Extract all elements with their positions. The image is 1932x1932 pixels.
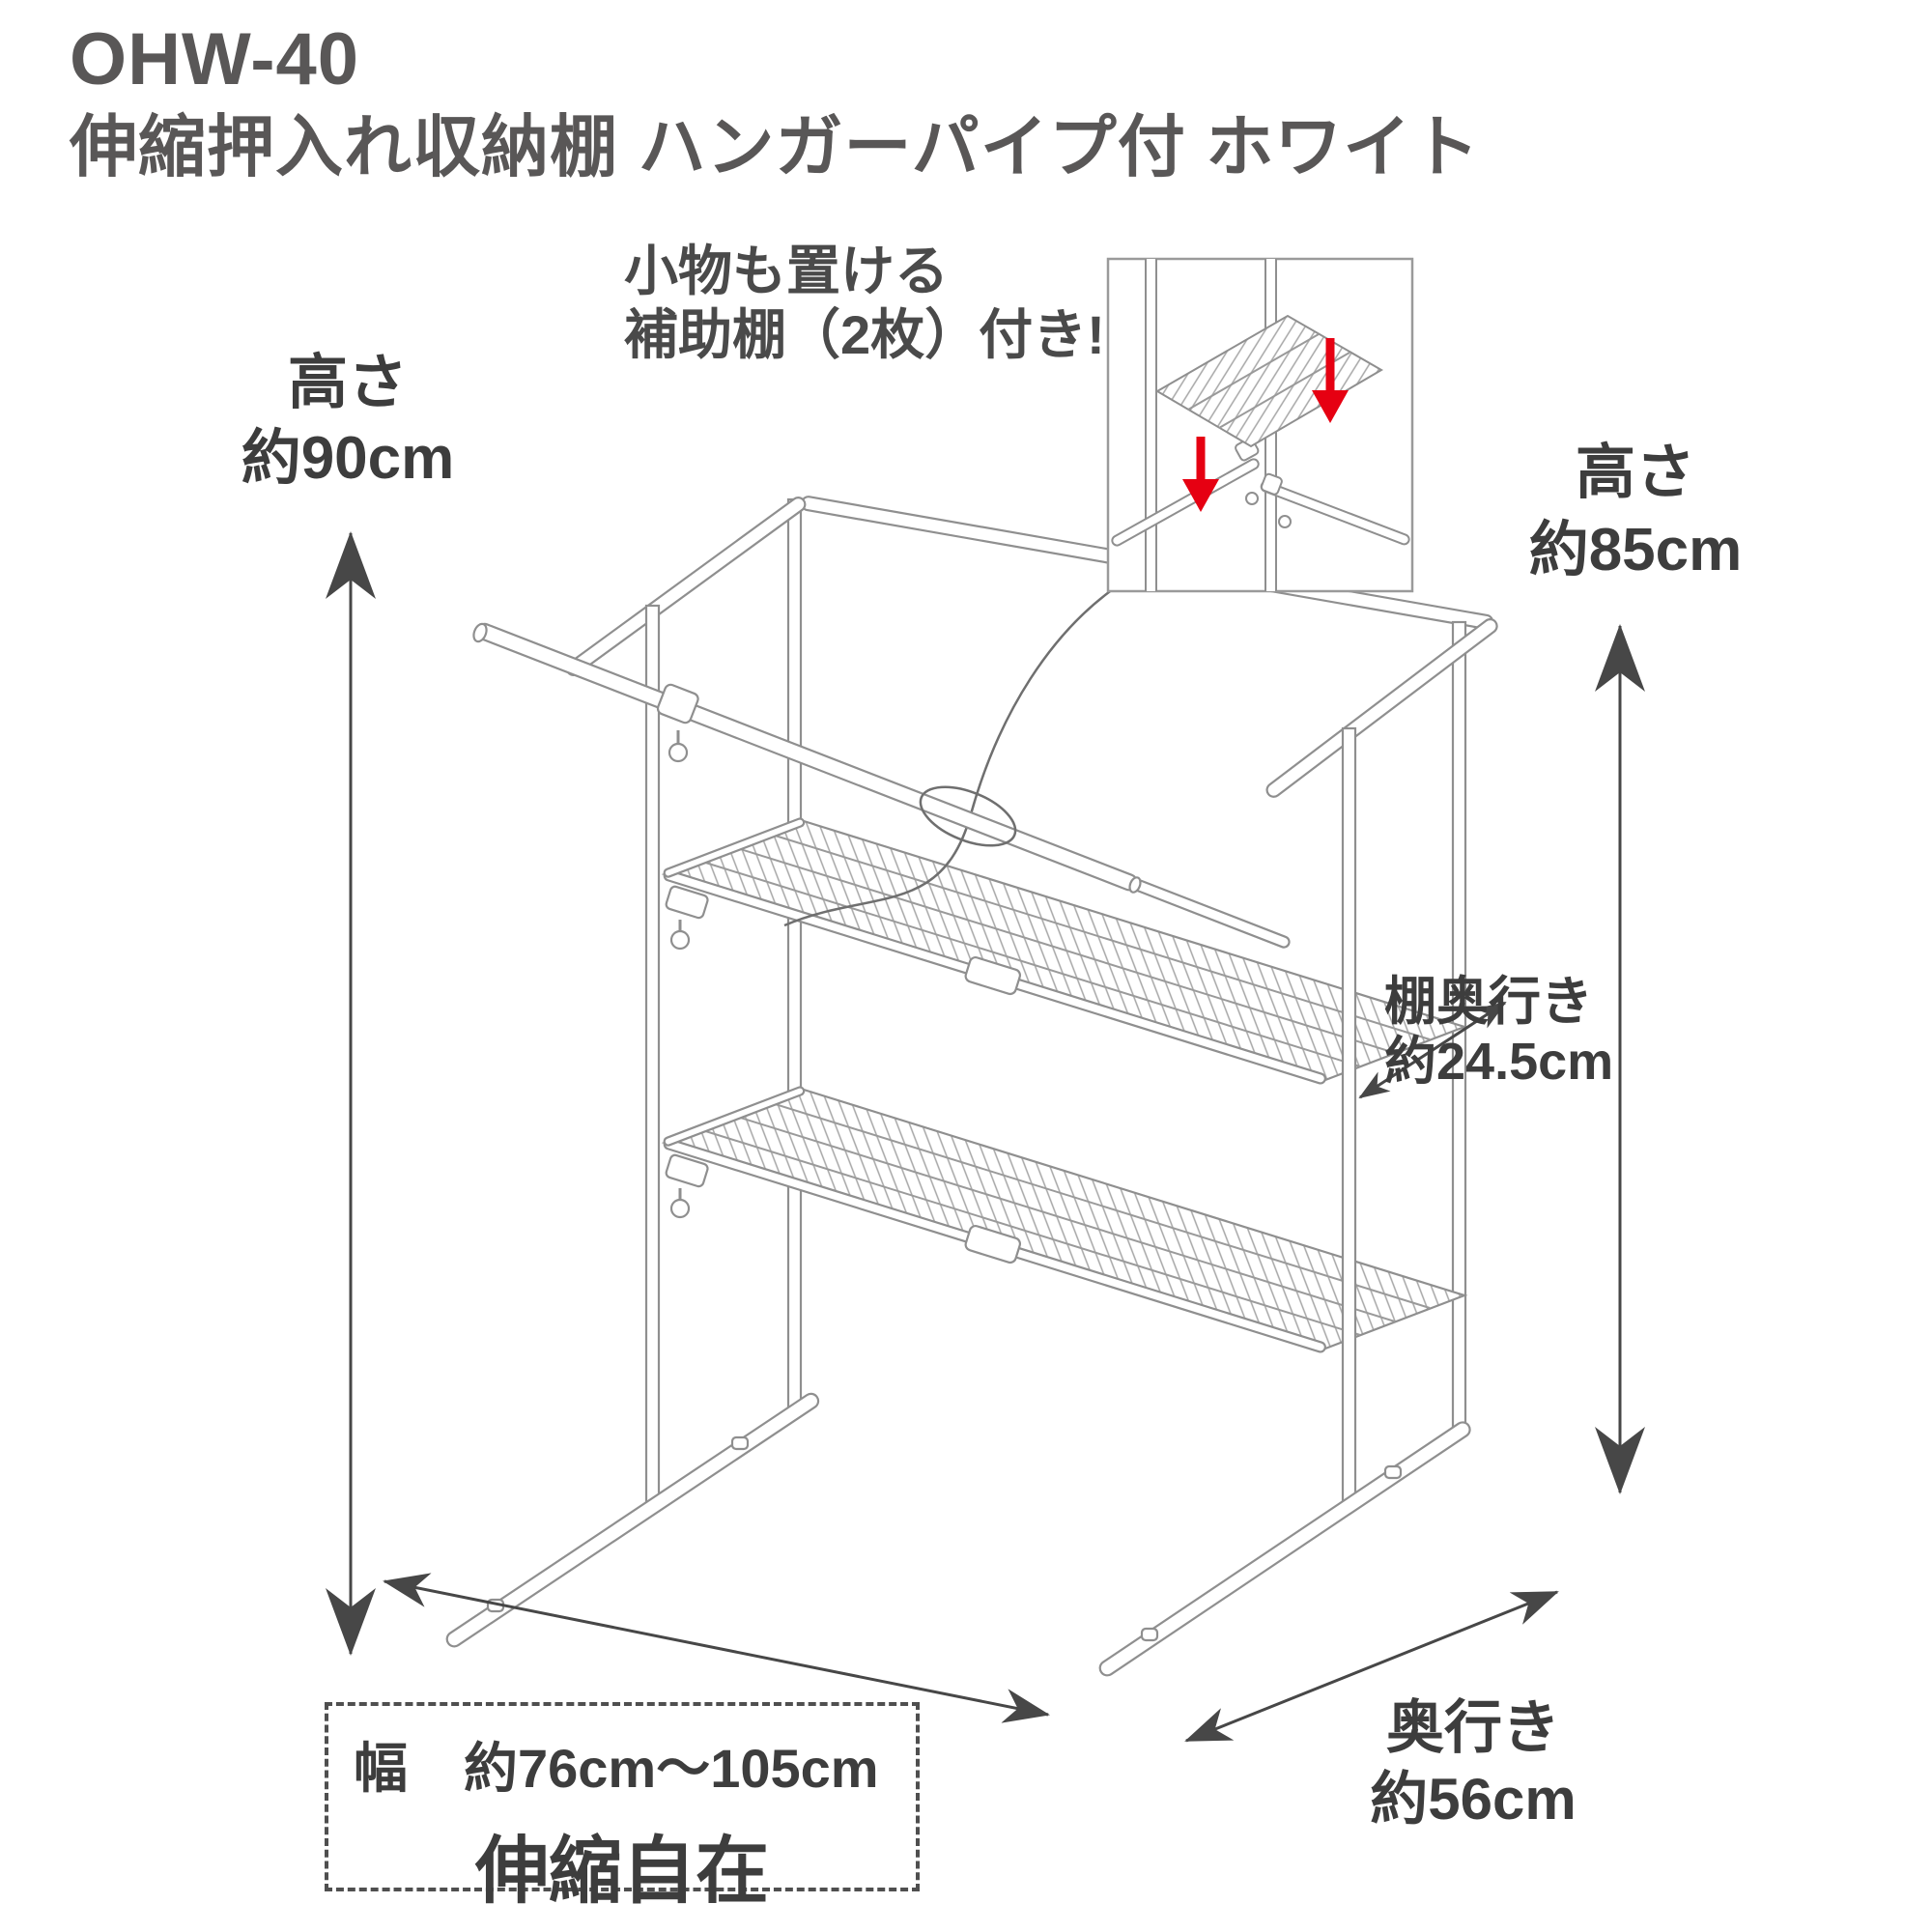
inset-clamp-bolt — [1245, 492, 1259, 505]
hanger-pipe-clamp — [656, 683, 699, 724]
height-rear-value: 約85cm — [1528, 517, 1743, 583]
left-side-top-rail-pipe — [565, 497, 807, 676]
red-down-arrow-icon — [1182, 479, 1219, 512]
width-note: 伸縮自在 — [475, 1831, 769, 1913]
front-right-post — [1341, 726, 1357, 1506]
foot-pad — [1140, 1627, 1159, 1642]
inset-clamp-bolt — [1278, 515, 1292, 528]
aux-shelf-inset — [1106, 257, 1414, 593]
depth-value: 約56cm — [1370, 1767, 1577, 1832]
foot-pad — [1383, 1464, 1403, 1480]
height-front-label-text: 高さ — [287, 350, 408, 416]
lower-shelf-slide-connector — [964, 1225, 1022, 1264]
shelf-depth-label-text: 棚奥行き — [1384, 973, 1593, 1031]
upper-shelf-bracket — [665, 885, 709, 920]
foot-pad — [730, 1435, 750, 1451]
shelf-depth-arrow — [1358, 1001, 1507, 1099]
dimension-arrows — [326, 531, 1645, 1743]
right-side-top-rail-pipe — [1265, 618, 1498, 798]
shelf-depth-label: 棚奥行き 約24.5cm — [1384, 972, 1613, 1092]
depth-label: 奥行き 約56cm — [1323, 1692, 1623, 1835]
lower-shelf-side-pipe — [663, 1086, 806, 1147]
lower-wire-shelf — [661, 1086, 1468, 1353]
width-arrow — [383, 1573, 1050, 1723]
height-rear-label: 高さ 約85cm — [1476, 435, 1795, 589]
lower-shelf-adjuster-knob — [669, 1198, 691, 1219]
red-down-arrow-icon — [1312, 390, 1349, 423]
product-name: 伸縮押入れ収納棚 ハンガーパイプ付 ホワイト — [70, 109, 1481, 185]
height-rear-label-text: 高さ — [1575, 440, 1695, 506]
hanger-pipe — [472, 622, 1291, 949]
rear-left-post — [786, 497, 803, 1414]
aux-shelf-callout-line2: 補助棚（2枚）付き! — [624, 304, 1105, 365]
width-dimension-box: 幅 約76cm〜105cm 伸縮自在 — [325, 1702, 920, 1913]
upper-shelf-adjuster-knob — [669, 929, 691, 951]
hanger-pipe-left-cap — [472, 622, 488, 643]
inset-left-post — [1145, 259, 1157, 591]
upper-wire-shelf — [661, 817, 1468, 1085]
front-left-post — [644, 604, 661, 1508]
width-value: 約76cm〜105cm — [464, 1738, 879, 1799]
upper-shelf-slide-connector — [964, 956, 1022, 996]
product-model: OHW-40 — [70, 18, 360, 100]
upper-shelf-side-pipe — [663, 817, 806, 878]
hanger-pipe-clamp-bolt — [668, 742, 689, 763]
rack-feet — [445, 1392, 1471, 1677]
aux-shelf-callout: 小物も置ける 補助棚（2枚）付き! — [624, 240, 1105, 367]
depth-arrow — [1184, 1590, 1559, 1743]
width-label-text: 幅 — [354, 1738, 408, 1799]
leader-ring — [919, 785, 1017, 847]
inset-pipe-clamp — [1260, 472, 1283, 496]
depth-label-text: 奥行き — [1386, 1695, 1560, 1760]
height-front-value: 約90cm — [241, 425, 455, 492]
insert-direction-arrows — [1182, 338, 1349, 512]
aux-shelf-callout-line1: 小物も置ける — [624, 241, 949, 301]
lower-shelf-bracket — [665, 1153, 709, 1188]
height-front-label: 高さ 約90cm — [174, 346, 522, 497]
shelf-depth-value: 約24.5cm — [1384, 1033, 1614, 1091]
inset-support-pipe-left — [1111, 458, 1260, 547]
hanger-pipe-joint-cap — [1128, 876, 1142, 894]
